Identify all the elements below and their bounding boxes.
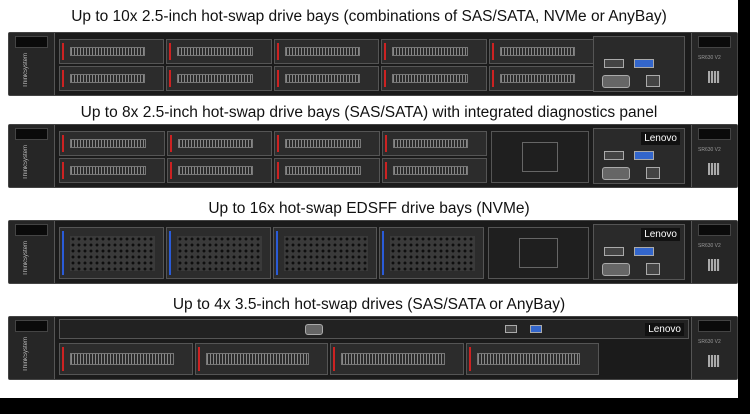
drive-bay[interactable] xyxy=(59,39,165,64)
drive-bay[interactable] xyxy=(488,39,594,64)
caption-edsff-bays: Up to 16x hot-swap EDSFF drive bays (NVM… xyxy=(208,200,530,217)
drive-bay[interactable] xyxy=(59,343,193,375)
drive-bay[interactable] xyxy=(166,66,272,91)
drive-bay[interactable] xyxy=(59,131,165,156)
drive-bay[interactable] xyxy=(381,66,487,91)
drive-bay[interactable] xyxy=(59,158,165,183)
vga-port xyxy=(602,263,630,276)
drive-bays xyxy=(59,131,487,183)
front-io-panel: Lenovo xyxy=(593,128,685,184)
drive-bay[interactable] xyxy=(274,131,380,156)
usb3-port xyxy=(634,59,654,68)
drive-bay[interactable] xyxy=(330,343,464,375)
brand-label: ThinkSystem xyxy=(23,337,29,372)
drive-bays xyxy=(59,39,594,91)
left-rack-ear: ThinkSystem xyxy=(9,317,55,379)
usb3-port xyxy=(634,247,654,256)
model-label: SR630 V2 xyxy=(698,243,721,249)
management-port xyxy=(646,263,660,275)
blank-filler xyxy=(491,131,589,183)
management-port xyxy=(646,75,660,87)
drive-bay[interactable] xyxy=(381,131,487,156)
model-label: SR630 V2 xyxy=(698,147,721,153)
caption-10x-bays: Up to 10x 2.5-inch hot-swap drive bays (… xyxy=(71,8,667,25)
drive-bay[interactable] xyxy=(273,39,380,64)
drive-bay[interactable] xyxy=(379,227,484,279)
left-rack-ear: ThinkSystem xyxy=(9,33,55,95)
server-10x-bays: ThinkSystem SR630 V2 xyxy=(8,32,738,96)
drive-bay[interactable] xyxy=(194,343,328,375)
brand-label: ThinkSystem xyxy=(23,53,29,88)
qr-code-icon xyxy=(708,71,720,83)
vga-port xyxy=(602,75,630,88)
drive-bay[interactable] xyxy=(166,131,272,156)
drive-bay[interactable] xyxy=(465,343,599,375)
qr-code-icon xyxy=(708,355,720,367)
caption-8x-bays: Up to 8x 2.5-inch hot-swap drive bays (S… xyxy=(80,104,658,121)
drive-bay[interactable] xyxy=(165,227,271,279)
brand-label: ThinkSystem xyxy=(23,145,29,180)
model-label: SR630 V2 xyxy=(698,339,721,345)
drive-bay[interactable] xyxy=(59,227,164,279)
front-io-panel: Lenovo xyxy=(593,224,685,280)
lenovo-logo: Lenovo xyxy=(641,132,680,145)
lenovo-logo: Lenovo xyxy=(641,228,680,241)
drive-bay[interactable] xyxy=(381,158,487,183)
drive-bays xyxy=(59,343,599,375)
usb3-port xyxy=(530,325,542,333)
drive-bay[interactable] xyxy=(381,39,487,64)
vga-port xyxy=(602,167,630,180)
left-rack-ear: ThinkSystem xyxy=(9,221,55,283)
model-label: SR630 V2 xyxy=(698,55,721,61)
left-rack-ear: ThinkSystem xyxy=(9,125,55,187)
drive-bay[interactable] xyxy=(166,39,272,64)
qr-code-icon xyxy=(708,259,720,271)
vga-port xyxy=(305,324,323,335)
usb3-port xyxy=(634,151,654,160)
drive-bay[interactable] xyxy=(272,227,378,279)
lenovo-logo: Lenovo xyxy=(645,323,684,336)
server-edsff-bays: ThinkSystem SR630 V2 Lenovo xyxy=(8,220,738,284)
drive-bay[interactable] xyxy=(166,158,272,183)
drive-bay[interactable] xyxy=(59,66,165,91)
blank-filler xyxy=(488,227,589,279)
server-8x-bays: ThinkSystem SR630 V2 Lenovo xyxy=(8,124,738,188)
right-rack-ear: SR630 V2 xyxy=(691,125,737,187)
usb-port xyxy=(604,247,624,256)
brand-label: ThinkSystem xyxy=(23,241,29,276)
server-3.5-inch-bays: ThinkSystem SR630 V2 Lenovo xyxy=(8,316,738,380)
qr-code-icon xyxy=(708,163,720,175)
drive-bays xyxy=(59,227,484,279)
usb-port xyxy=(505,325,517,333)
drive-bay[interactable] xyxy=(273,66,380,91)
drive-bay[interactable] xyxy=(488,66,594,91)
right-rack-ear: SR630 V2 xyxy=(691,221,737,283)
right-rack-ear: SR630 V2 xyxy=(691,317,737,379)
drive-bay[interactable] xyxy=(274,158,380,183)
caption-3.5-inch-bays: Up to 4x 3.5-inch hot-swap drives (SAS/S… xyxy=(172,296,566,313)
front-io-strip: Lenovo xyxy=(59,319,689,339)
usb-port xyxy=(604,59,624,68)
usb-port xyxy=(604,151,624,160)
figure: Up to 10x 2.5-inch hot-swap drive bays (… xyxy=(0,0,738,398)
management-port xyxy=(646,167,660,179)
front-io-panel xyxy=(593,36,685,92)
right-rack-ear: SR630 V2 xyxy=(691,33,737,95)
